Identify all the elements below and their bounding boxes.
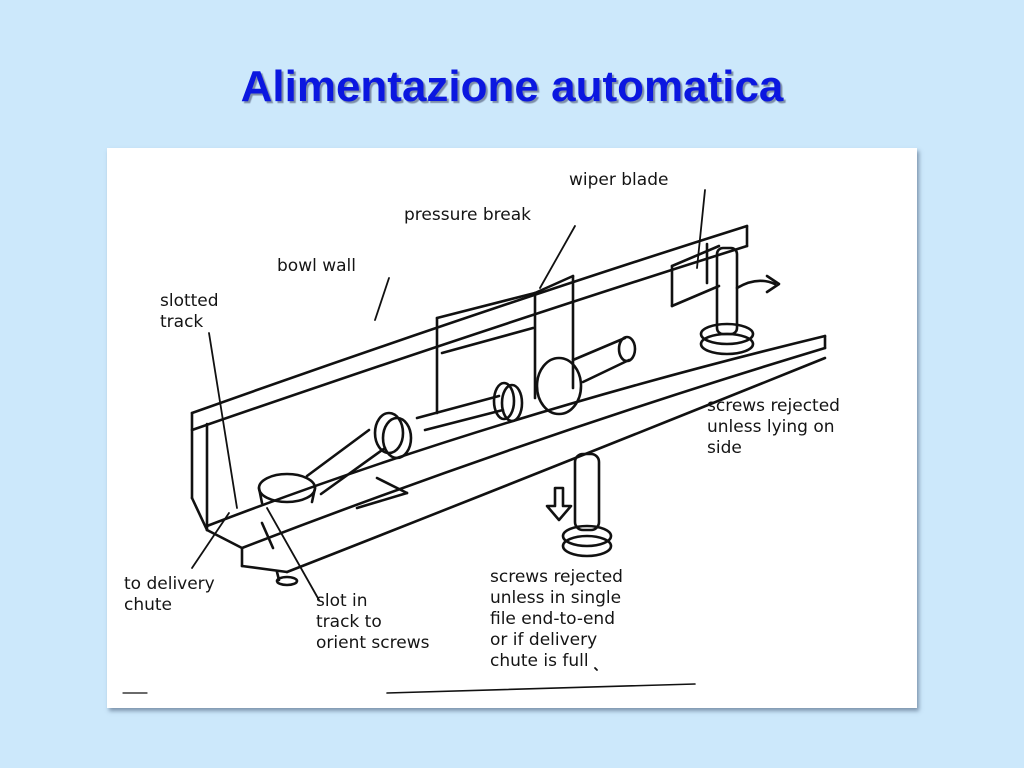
slide-title: Alimentazione automatica — [240, 62, 784, 111]
label-screws-rejected-unless-single-file: screws rejected unless in single file en… — [490, 567, 623, 671]
bowl-wall-drawing — [190, 224, 749, 532]
feeder-diagram — [122, 189, 827, 694]
label-to-delivery-chute: to delivery chute — [124, 574, 215, 615]
label-screws-rejected-unless-lying-on-side: screws rejected unless lying on side — [707, 396, 840, 458]
screws-on-track-drawing — [257, 335, 637, 505]
rejected-screw-drawing — [545, 452, 613, 558]
label-bowl-wall: bowl wall — [277, 256, 356, 276]
label-wiper-blade: wiper blade — [569, 170, 669, 190]
label-slotted-track: slotted track — [160, 291, 219, 332]
diagram-panel: wiper blade pressure break bowl wall slo… — [107, 148, 917, 708]
wiper-blade-drawing — [670, 244, 781, 356]
label-pressure-break: pressure break — [404, 205, 531, 225]
pressure-break-drawing — [435, 274, 575, 415]
leader-lines — [191, 189, 706, 671]
bottom-rule — [386, 683, 696, 694]
label-slot-in-track: slot in track to orient screws — [316, 591, 430, 653]
track-drawing — [205, 334, 827, 587]
